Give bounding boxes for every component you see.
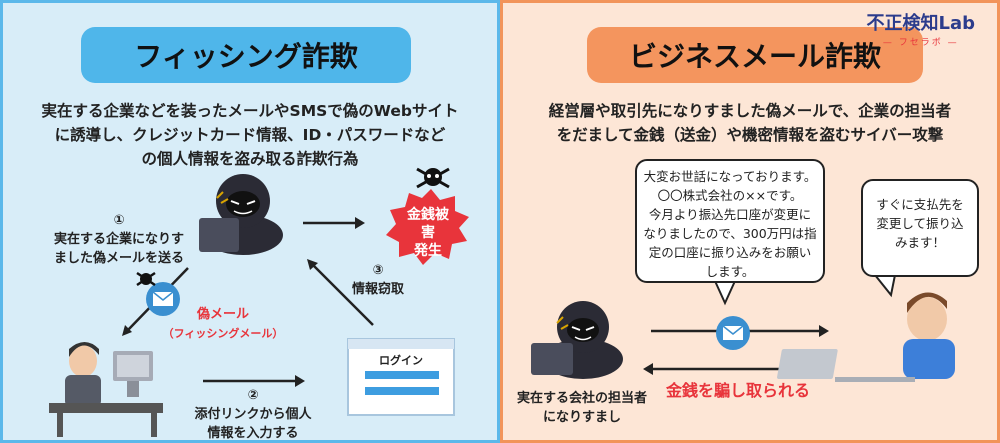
money-taken-label: 金銭を騙し取られる	[665, 381, 810, 400]
bec-illustration	[531, 274, 955, 382]
scammer-label: 実在する会社の担当者 になりすまし	[507, 389, 657, 427]
login-title: ログイン	[379, 354, 423, 367]
bubble-line: すぐに支払先を	[876, 197, 964, 212]
bec-description: 経営層や取引先になりすました偽メールで、企業の担当者 をだまして金銭（送金）や機…	[503, 99, 997, 147]
bubble-line: します。	[705, 264, 755, 279]
arrow-steal-info	[307, 259, 374, 326]
step2-number: ②	[247, 388, 259, 403]
logo-sub: — フセラボ —	[882, 38, 959, 48]
damage-label: 金銭被害 発生	[403, 206, 453, 260]
step1-text-line: ました偽メールを送る	[53, 251, 184, 266]
step3-number: ③	[372, 263, 384, 278]
step1-text-line: 実在する企業になりす	[53, 232, 184, 247]
fake-mail-title: 偽メール	[196, 307, 249, 322]
step2-text-line: 添付リンクから個人	[194, 407, 312, 422]
phishing-description-line: の個人情報を盗み取る詐欺行為	[141, 150, 359, 168]
arrow-to-damage	[303, 217, 365, 229]
bubble-line: 変更して振り込	[876, 216, 964, 231]
step1-label: ① 実在する企業になりす ました偽メールを送る	[39, 211, 199, 268]
phishing-panel: フィッシング詐欺 実在する企業などを装ったメールやSMSで偽のWebサイト に誘…	[0, 0, 500, 443]
employee-speech-bubble: すぐに支払先を 変更して振り込 みます！	[861, 179, 979, 277]
damage-label-line: 金銭被害	[407, 207, 449, 241]
scammer-speech-bubble: 大変お世話になっております。 〇〇株式会社の××です。 今月より振込先口座が変更…	[635, 159, 825, 283]
bubble-line: 〇〇株式会社の××です。	[657, 188, 803, 203]
login-window	[347, 338, 455, 416]
scammer-label-line: 実在する会社の担当者	[516, 391, 647, 406]
logo-name: 不正検知Lab	[866, 13, 975, 34]
hacker-icon	[199, 174, 283, 255]
bec-description-line: 経営層や取引先になりすました偽メールで、企業の担当者	[548, 102, 952, 120]
fake-mail-subtitle: （フィッシングメール）	[162, 327, 284, 340]
bec-panel: ビジネスメール詐欺 経営層や取引先になりすました偽メールで、企業の担当者 をだま…	[500, 0, 1000, 443]
bubble-line: 定の口座に振り込みをお願い	[648, 245, 812, 260]
logo: 不正検知Lab — フセラボ —	[866, 9, 975, 48]
mail-icon	[716, 316, 750, 350]
bubble-line: 今月より振込先口座が変更に	[648, 207, 812, 222]
employee-icon	[777, 292, 955, 382]
phishing-description-line: 実在する企業などを装ったメールやSMSで偽のWebサイト	[41, 102, 459, 120]
bec-title: ビジネスメール詐欺	[587, 27, 923, 83]
scammer-icon	[531, 301, 623, 379]
fake-mail-icon	[136, 271, 180, 316]
phishing-title: フィッシング詐欺	[81, 27, 411, 83]
phishing-description-line: に誘導し、クレジットカード情報、ID・パスワードなど	[54, 126, 446, 144]
phishing-illustration	[49, 167, 469, 437]
bec-description-line: をだまして金銭（送金）や機密情報を盗むサイバー攻撃	[556, 126, 944, 144]
step3-text: 情報窃取	[351, 282, 404, 297]
bubble-line: 大変お世話になっております。	[643, 169, 817, 184]
damage-burst-icon	[386, 167, 469, 265]
bubble-line: みます！	[894, 235, 945, 250]
step3-label: ③ 情報窃取	[333, 261, 423, 299]
scammer-label-line: になりすまし	[542, 410, 621, 425]
victim-icon	[49, 342, 163, 437]
phishing-description: 実在する企業などを装ったメールやSMSで偽のWebサイト に誘導し、クレジットカ…	[3, 99, 497, 171]
step2-label: ② 添付リンクから個人 情報を入力する	[183, 386, 323, 443]
step1-number: ①	[113, 213, 125, 228]
damage-label-line: 発生	[414, 243, 442, 259]
fake-mail-label: 偽メール （フィッシングメール）	[153, 305, 293, 343]
arrow-enter-info	[203, 375, 305, 387]
step2-text-line: 情報を入力する	[207, 426, 299, 441]
bubble-line: なりましたので、300万円は指	[643, 226, 817, 241]
